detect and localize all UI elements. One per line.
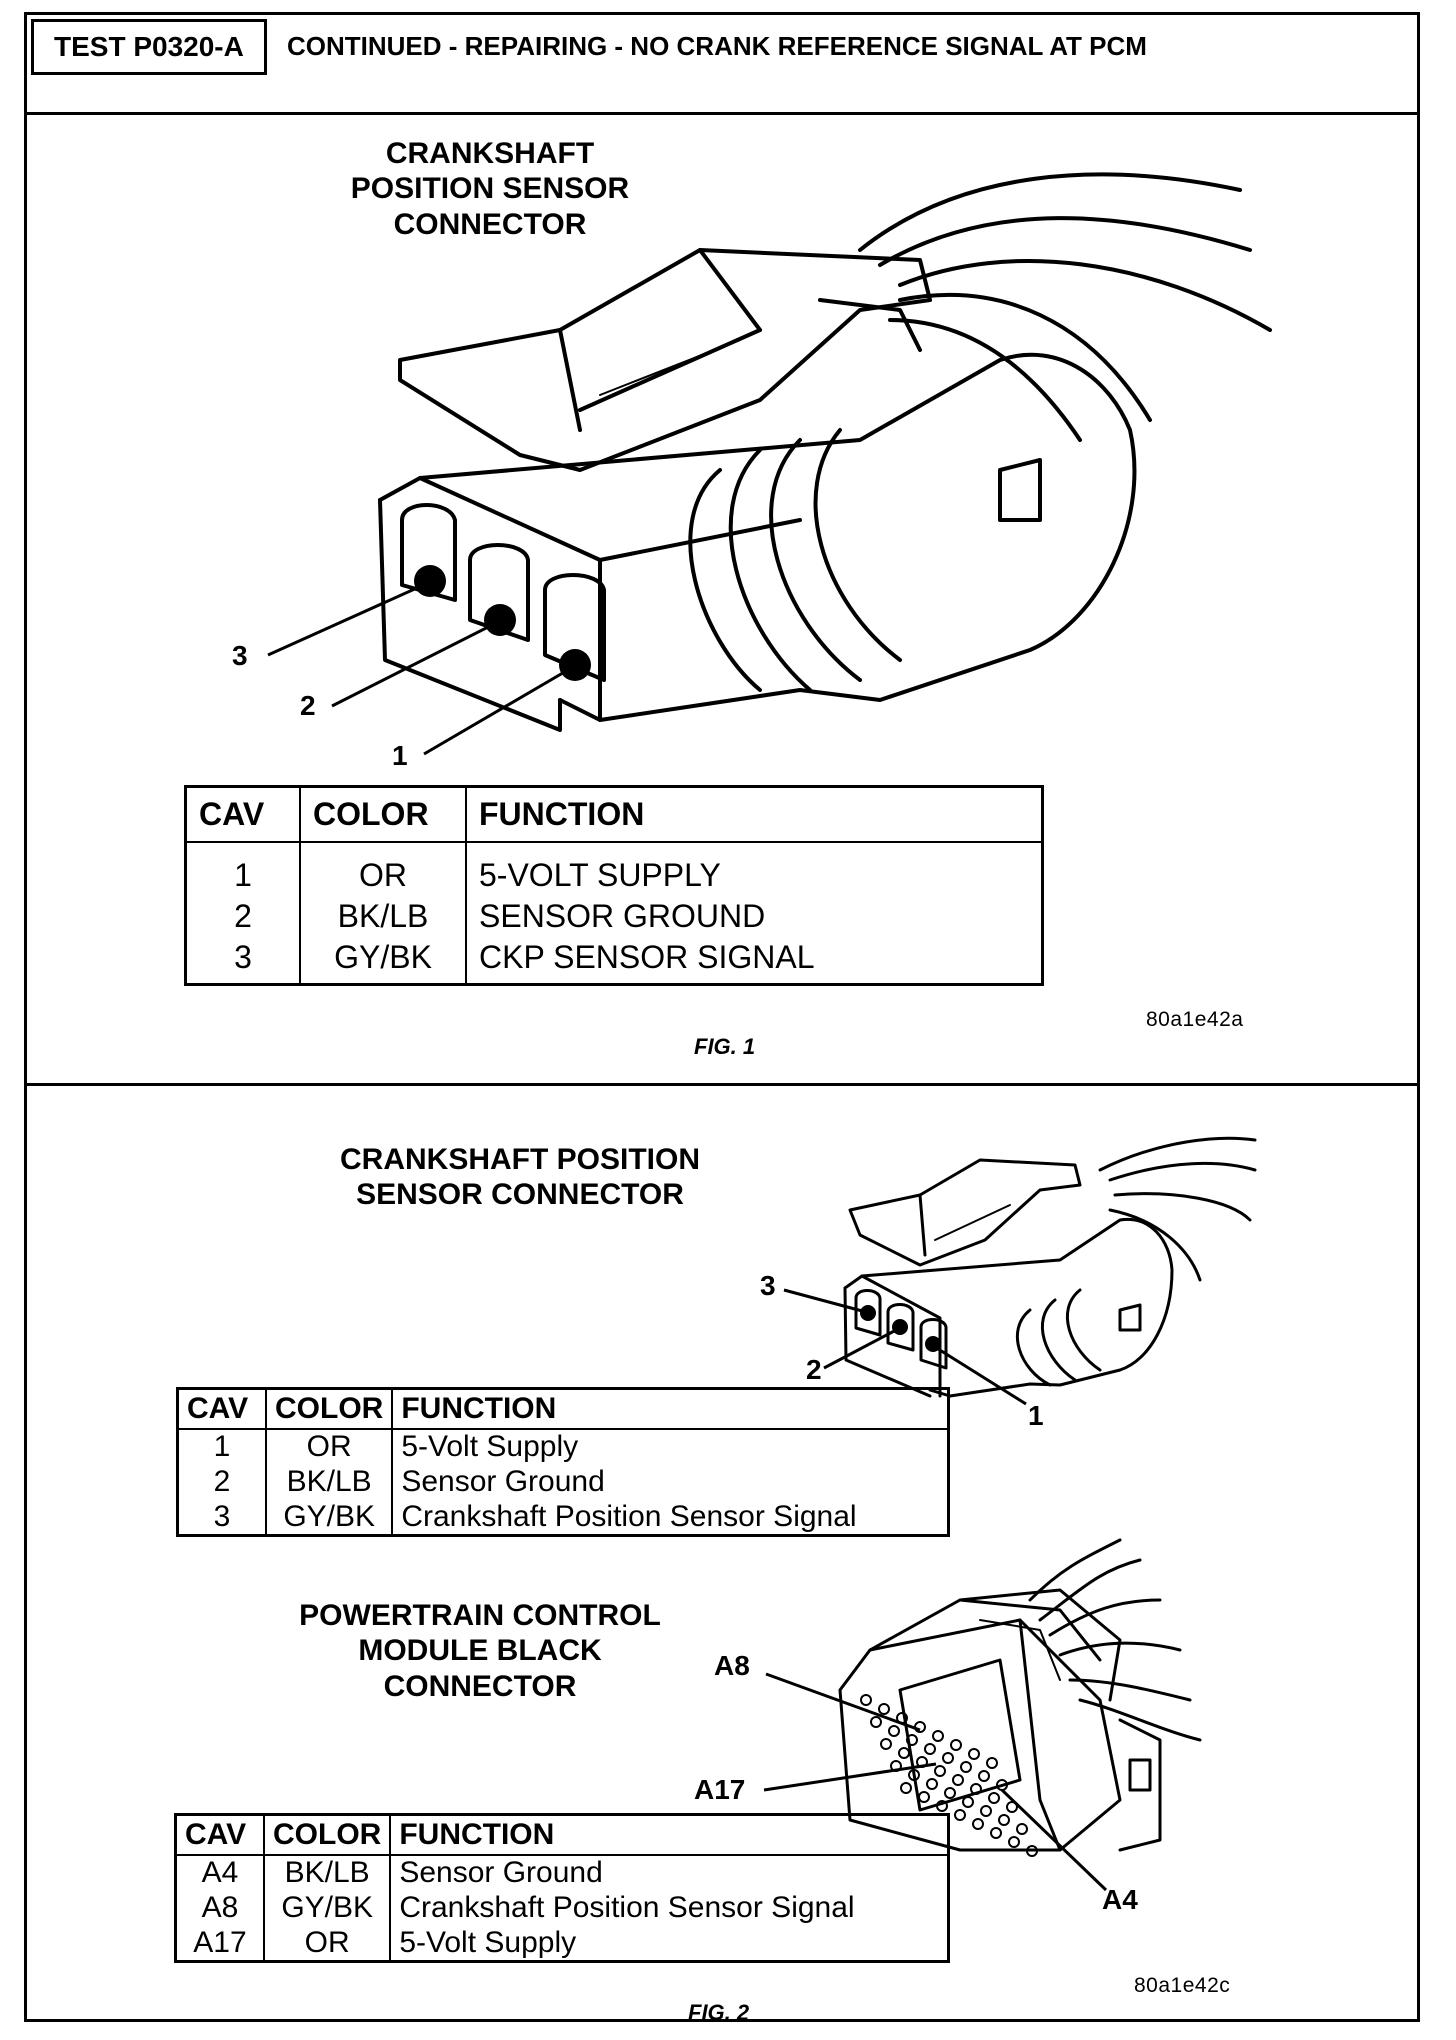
pcm-pin-cavity <box>900 1782 912 1794</box>
pcm-pin-cavity <box>972 1818 984 1830</box>
fig2-pcm-caption: POWERTRAIN CONTROL MODULE BLACK CONNECTO… <box>299 1599 661 1703</box>
fig1-pin-label-1: 1 <box>392 740 408 771</box>
pcm-pin-cavity <box>998 1814 1010 1826</box>
pcm-pin-cavity <box>1016 1823 1028 1835</box>
pcm-pin-cavity <box>962 1796 974 1808</box>
pcm-pin-cavity <box>1026 1845 1038 1857</box>
pcm-pin-cavity <box>878 1703 890 1715</box>
table-row: A17 OR 5-Volt Supply <box>175 1925 949 1962</box>
pcm-pin-cavity <box>1006 1801 1018 1813</box>
pcm-pin-cavity <box>870 1716 882 1728</box>
pcm-pin-cavity <box>960 1761 972 1773</box>
pcm-pin-cavity <box>990 1827 1002 1839</box>
pcm-pin-cavity <box>988 1792 1000 1804</box>
table-header-cav: CAV <box>175 1814 265 1856</box>
fig2-pcm-pin-label-a8: A8 <box>714 1650 750 1681</box>
fig2-pcm-pinout-table: CAV COLOR FUNCTION A4 BK/LB Sensor Groun… <box>174 1813 950 1964</box>
pcm-pin-cavity <box>860 1694 872 1706</box>
pcm-pin-cavity <box>926 1778 938 1790</box>
fig2-pcm-pin-label-a17: A17 <box>694 1774 746 1805</box>
pcm-pin-cavity <box>906 1734 918 1746</box>
table-header-function: FUNCTION <box>392 1388 949 1430</box>
table-row: 3 GY/BK Crankshaft Position Sensor Signa… <box>177 1499 949 1536</box>
pcm-pin-cavity <box>978 1770 990 1782</box>
table-header-color: COLOR <box>264 1814 392 1856</box>
pcm-pin-cavity <box>936 1800 948 1812</box>
test-id-box: TEST P0320-A <box>31 19 267 75</box>
fig2-code: 80a1e42c <box>1134 1974 1231 1997</box>
table-header-color: COLOR <box>266 1388 394 1430</box>
pcm-pin-cavity <box>880 1738 892 1750</box>
table-row: 1 OR 5-VOLT SUPPLY <box>185 842 1043 896</box>
fig2-sensor-pin-label-2: 2 <box>806 1354 822 1385</box>
pcm-pin-cavity <box>924 1743 936 1755</box>
pcm-pin-cavity <box>942 1752 954 1764</box>
pcm-pin-cavity <box>980 1805 992 1817</box>
pcm-pin-cavity <box>970 1783 982 1795</box>
pcm-pin-cavity <box>954 1809 966 1821</box>
fig1-pin-label-2: 2 <box>300 690 316 721</box>
fig1-pinout-table: CAV COLOR FUNCTION 1 OR 5-VOLT SUPPLY 2 … <box>184 785 1044 987</box>
table-row: A8 GY/BK Crankshaft Position Sensor Sign… <box>175 1890 949 1926</box>
fig2-sensor-pin-label-3: 3 <box>760 1270 776 1301</box>
table-row: 3 GY/BK CKP SENSOR SIGNAL <box>185 936 1043 985</box>
table-row: 2 BK/LB Sensor Ground <box>177 1464 949 1500</box>
pcm-pin-cavity <box>934 1765 946 1777</box>
fig2-pcm-pin-label-a4: A4 <box>1102 1884 1138 1915</box>
table-header-function: FUNCTION <box>390 1814 949 1856</box>
table-row: 1 OR 5-Volt Supply <box>177 1429 949 1465</box>
table-header-color: COLOR <box>300 786 467 843</box>
pcm-pin-cavity <box>944 1787 956 1799</box>
pcm-pin-cavity <box>888 1725 900 1737</box>
fig2-sensor-pinout-table: CAV COLOR FUNCTION 1 OR 5-Volt Supply 2 … <box>176 1387 950 1538</box>
pcm-pin-cavity <box>1008 1836 1020 1848</box>
pcm-pin-cavity <box>952 1774 964 1786</box>
pcm-pin-cavity <box>932 1730 944 1742</box>
table-header-cav: CAV <box>185 786 301 843</box>
fig1-caption: CRANKSHAFT POSITION SENSOR CONNECTOR <box>350 137 630 241</box>
pcm-pin-cavity <box>968 1748 980 1760</box>
table-row: 2 BK/LB SENSOR GROUND <box>185 895 1043 937</box>
fig1-label: FIG. 1 <box>694 1034 756 1059</box>
fig1-connector-illustration <box>267 172 1272 756</box>
pcm-pin-cavity <box>918 1791 930 1803</box>
pcm-pin-cavity <box>898 1747 910 1759</box>
pcm-pin-cavity <box>986 1757 998 1769</box>
figure-divider <box>27 1083 1417 1086</box>
table-header-cav: CAV <box>177 1388 267 1430</box>
pcm-pin-cavity <box>914 1721 926 1733</box>
fig2-label: FIG. 2 <box>688 2000 750 2025</box>
table-header-function: FUNCTION <box>466 786 1043 843</box>
page-frame: TEST P0320-A CONTINUED - REPAIRING - NO … <box>24 12 1420 2022</box>
header-title: CONTINUED - REPAIRING - NO CRANK REFEREN… <box>287 31 1147 61</box>
fig1-pin-label-3: 3 <box>232 640 248 671</box>
fig2-sensor-pin-label-1: 1 <box>1028 1400 1044 1431</box>
pcm-pin-cavity <box>950 1739 962 1751</box>
table-row: A4 BK/LB Sensor Ground <box>175 1855 949 1891</box>
pcm-pin-cavity <box>908 1769 920 1781</box>
fig1-code: 80a1e42a <box>1146 1008 1244 1031</box>
fig2-sensor-caption: CRANKSHAFT POSITION SENSOR CONNECTOR <box>340 1143 700 1212</box>
header-bar: TEST P0320-A CONTINUED - REPAIRING - NO … <box>27 15 1417 115</box>
